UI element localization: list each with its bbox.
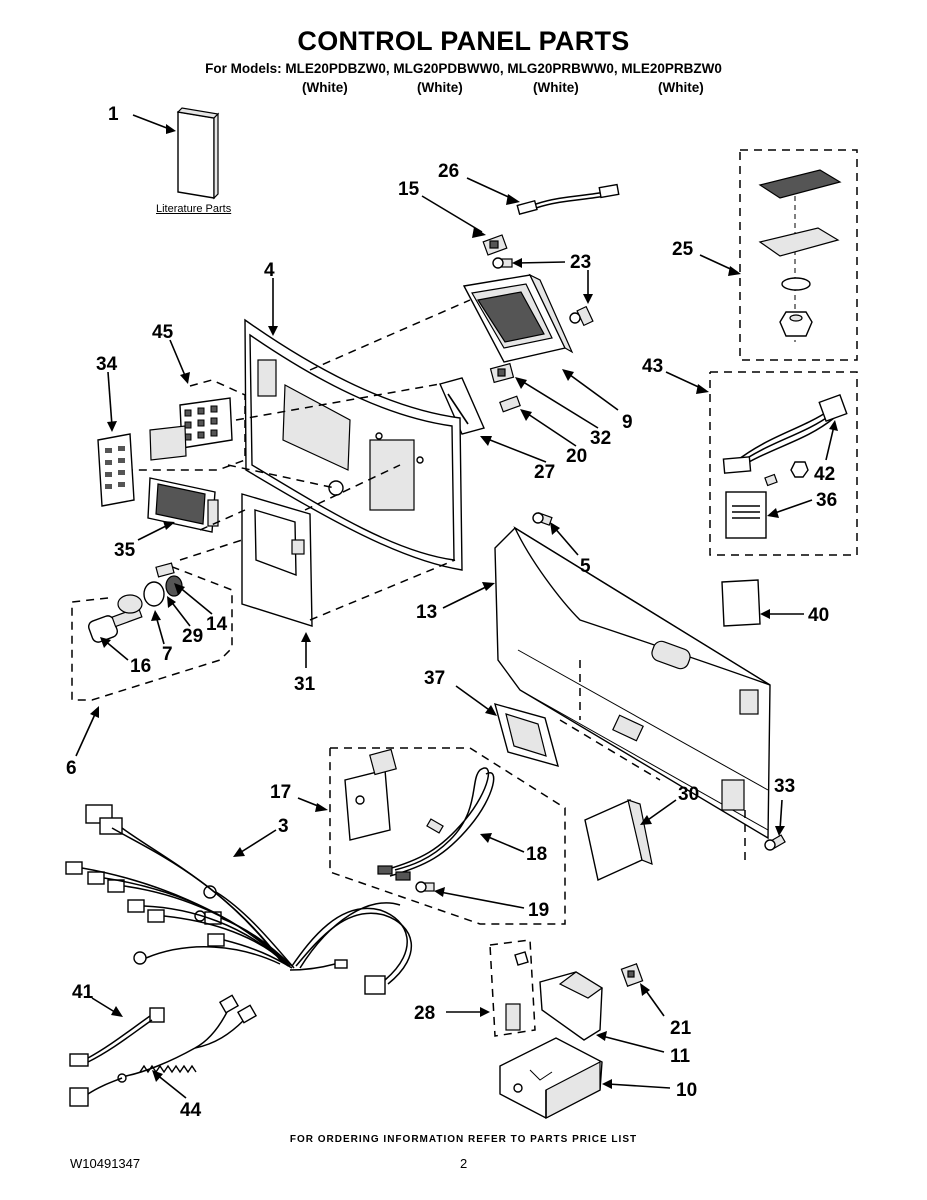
callout-15: 15 [398, 179, 420, 200]
color-label-2: (White) [417, 80, 463, 95]
callout-6: 6 [66, 758, 77, 779]
callout-4: 4 [264, 260, 275, 281]
callout-36: 36 [816, 490, 837, 511]
callout-16: 16 [130, 656, 151, 677]
lock-cylinder-7 [117, 581, 165, 614]
lock-clip-14 [155, 562, 175, 578]
keypad-board-45 [129, 379, 246, 471]
callout-42: 42 [814, 464, 835, 485]
callout-17: 17 [270, 782, 291, 803]
screw-33 [764, 834, 786, 851]
display-module-35 [147, 477, 219, 533]
callout-29: 29 [182, 626, 203, 647]
bracket-37 [494, 702, 559, 768]
callout-31: 31 [294, 674, 316, 695]
plate-40 [721, 579, 761, 627]
callout-21: 21 [670, 1018, 692, 1039]
wire-connector-26 [516, 183, 620, 216]
junction-box-10 [499, 1037, 603, 1119]
callout-41: 41 [72, 982, 94, 1003]
callout-35: 35 [114, 540, 136, 561]
electronic-control-board-9 [462, 273, 574, 363]
assembly-lines [179, 299, 746, 860]
callout-27: 27 [534, 462, 555, 483]
callout-numbers: 1 26 15 23 25 4 45 34 9 32 20 43 27 42 3… [66, 104, 837, 1121]
callout-1: 1 [108, 104, 119, 125]
mounting-hardware-25 [739, 149, 858, 361]
callout-10: 10 [676, 1080, 697, 1101]
junction-box-cover-11 [539, 971, 604, 1041]
color-label-4: (White) [658, 80, 704, 95]
switch-20 [499, 395, 521, 413]
callout-33: 33 [774, 776, 795, 797]
callout-14: 14 [206, 614, 228, 635]
switch-assembly [344, 748, 397, 841]
callout-25: 25 [672, 239, 694, 260]
callout-9: 9 [622, 412, 633, 433]
wire-harness-44 [69, 994, 258, 1107]
callout-26: 26 [438, 161, 459, 182]
lock-assembly-6 [71, 562, 233, 701]
connector-21 [620, 963, 644, 987]
screw-19 [415, 881, 435, 893]
wire-harness-18 [377, 767, 495, 881]
callout-30: 30 [678, 784, 699, 805]
literature-parts-label: Literature Parts [156, 203, 232, 215]
harness-kit-43 [709, 371, 858, 556]
callout-19: 19 [528, 900, 549, 921]
callout-13: 13 [416, 602, 437, 623]
models-line: For Models: MLE20PDBZW0, MLG20PDBWW0, ML… [205, 61, 722, 76]
page-number: 2 [460, 1156, 468, 1171]
callout-28: 28 [414, 1003, 435, 1024]
page-title: CONTROL PANEL PARTS [297, 26, 630, 56]
bracket-30 [584, 799, 653, 881]
callout-32: 32 [590, 428, 611, 449]
control-frame-13 [494, 526, 771, 840]
callout-23: 23 [570, 252, 591, 273]
wire-harness-42 [722, 393, 848, 487]
callout-7: 7 [162, 644, 173, 665]
switch-kit-17 [329, 747, 566, 925]
literature-booklet [176, 107, 220, 200]
bracket-36 [725, 491, 767, 539]
connector-15 [482, 234, 508, 256]
callout-20: 20 [566, 446, 587, 467]
callout-11: 11 [670, 1046, 691, 1067]
callout-5: 5 [580, 556, 591, 577]
callout-3: 3 [278, 816, 289, 837]
screw-5 [532, 512, 553, 526]
bracket-kit-28 [489, 939, 536, 1037]
callout-44: 44 [180, 1100, 202, 1121]
callout-43: 43 [642, 356, 663, 377]
callout-40: 40 [808, 605, 829, 626]
control-console-4 [244, 318, 463, 571]
color-label-3: (White) [533, 80, 579, 95]
color-label-1: (White) [302, 80, 348, 95]
screw-23 [492, 257, 594, 327]
leader-lines [75, 114, 838, 1099]
callout-37: 37 [424, 668, 445, 689]
callout-45: 45 [152, 322, 174, 343]
callout-34: 34 [96, 354, 118, 375]
keypad-overlay-34 [97, 433, 135, 507]
main-wire-harness-3 [65, 804, 413, 995]
jumper-wire-41 [69, 1007, 165, 1067]
ordering-note: FOR ORDERING INFORMATION REFER TO PARTS … [289, 1134, 638, 1145]
shield-31 [241, 493, 313, 627]
document-number: W10491347 [70, 1156, 141, 1171]
callout-18: 18 [526, 844, 547, 865]
switch-32 [489, 362, 515, 384]
